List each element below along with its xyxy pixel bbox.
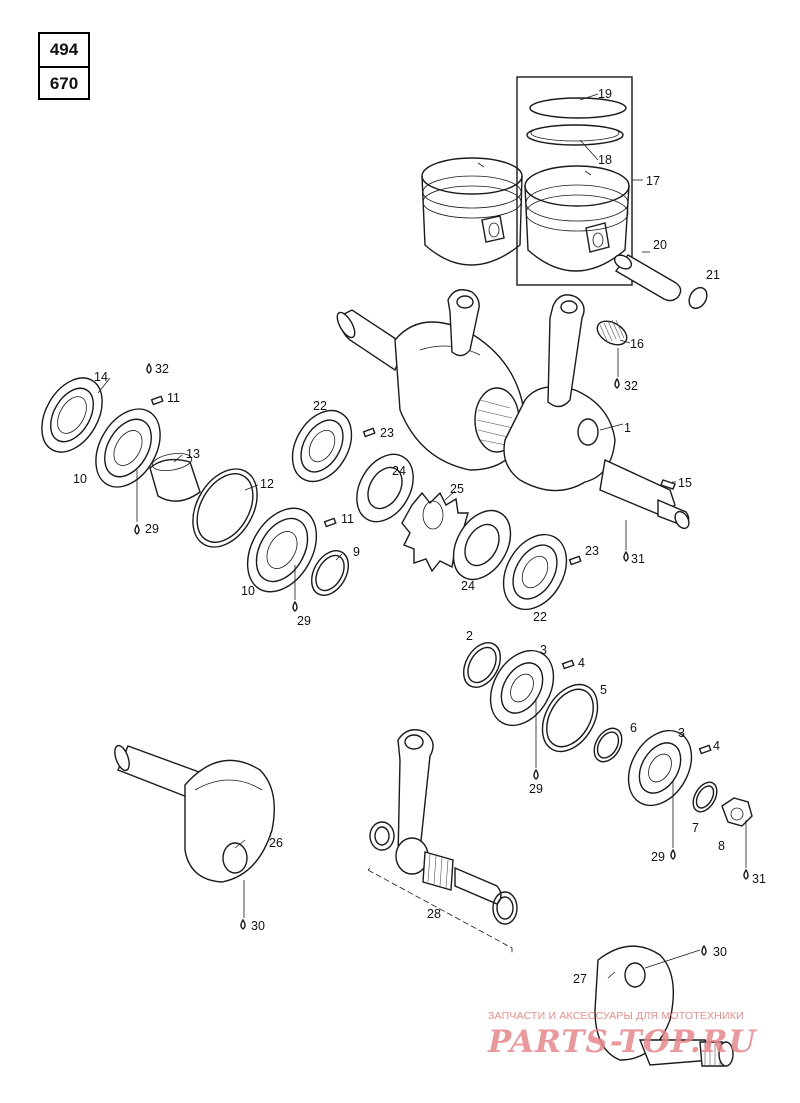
nut-8 (721, 797, 753, 827)
seal-24-lower (452, 509, 512, 581)
piston-left (421, 157, 523, 266)
callout-30: 30 (251, 919, 265, 933)
callout-29: 29 (297, 614, 311, 628)
drop-icon (146, 362, 152, 374)
callout-29: 29 (145, 522, 159, 536)
callout-4: 4 (578, 656, 585, 670)
callout-12: 12 (260, 477, 274, 491)
callout-25: 25 (450, 482, 464, 496)
bearing-10-lower (246, 507, 318, 593)
piston-right (524, 165, 630, 272)
callout-23: 23 (585, 544, 599, 558)
drop-icon (134, 523, 140, 535)
drop-icon (670, 848, 676, 860)
pin-23-lower (568, 555, 582, 566)
bearing-22-lower (502, 533, 568, 611)
callout-1: 1 (624, 421, 631, 435)
callout-7: 7 (692, 821, 699, 835)
callout-24: 24 (461, 579, 475, 593)
dowel-11-lower (323, 517, 337, 528)
callout-27: 27 (573, 972, 587, 986)
callout-31: 31 (752, 872, 766, 886)
callout-22: 22 (313, 399, 327, 413)
callout-4: 4 (713, 739, 720, 753)
crankshaft-assembly (336, 289, 690, 530)
callout-29: 29 (651, 850, 665, 864)
seal-24-upper (356, 453, 414, 523)
washer-7 (692, 781, 718, 813)
callout-labels: 1 2 3 3 4 4 5 6 7 8 9 10 10 11 11 12 13 … (73, 87, 766, 986)
callout-23: 23 (380, 426, 394, 440)
drop-icon (701, 944, 707, 956)
watermark-logo: PARTS-TOP.RU (488, 1024, 757, 1060)
callout-10: 10 (73, 472, 87, 486)
shim-6 (593, 727, 623, 763)
callout-15: 15 (678, 476, 692, 490)
dowel-11-upper (150, 395, 164, 406)
piston-kit-box (516, 76, 633, 286)
callout-20: 20 (653, 238, 667, 252)
callout-8: 8 (718, 839, 725, 853)
key-15 (660, 479, 676, 490)
engine-code-box: 494 670 (38, 32, 90, 100)
leader-lines (97, 93, 747, 979)
watermark-tagline: ЗАПЧАСТИ И АКСЕССУАРЫ ДЛЯ МОТОТЕХНИКИ (488, 1010, 744, 1022)
o-ring-5 (541, 683, 599, 753)
callout-9: 9 (353, 545, 360, 559)
drop-icon (623, 550, 629, 562)
crank-half-26 (114, 744, 275, 883)
bearing-22-upper (291, 409, 353, 483)
pin-4-upper (561, 659, 575, 670)
engine-code-494: 494 (49, 40, 79, 59)
oil-seal-14 (41, 377, 103, 453)
callout-26: 26 (269, 836, 283, 850)
callout-29: 29 (529, 782, 543, 796)
callout-3: 3 (678, 726, 685, 740)
callout-32: 32 (155, 362, 169, 376)
shim-2 (462, 642, 502, 688)
crank-half-27 (594, 945, 734, 1067)
bearing-3-lower (627, 729, 693, 807)
callout-30: 30 (713, 945, 727, 959)
pin-4-lower (698, 744, 712, 755)
bearing-10-upper (95, 408, 161, 488)
drop-icon (614, 377, 620, 389)
piston-rings (526, 97, 627, 146)
pin-23-upper (362, 427, 376, 438)
o-ring-12 (192, 468, 258, 548)
ring-13 (149, 452, 201, 502)
callout-14: 14 (94, 370, 108, 384)
callout-18: 18 (598, 153, 612, 167)
callout-22: 22 (533, 610, 547, 624)
callout-28: 28 (427, 907, 441, 921)
callout-13: 13 (186, 447, 200, 461)
conrod-28 (367, 729, 518, 955)
needle-bearing-16 (596, 319, 628, 346)
callout-32: 32 (624, 379, 638, 393)
callout-5: 5 (600, 683, 607, 697)
callout-21: 21 (706, 268, 720, 282)
callout-6: 6 (630, 721, 637, 735)
callout-17: 17 (646, 174, 660, 188)
drop-icon (533, 768, 539, 780)
callout-31: 31 (631, 552, 645, 566)
drop-icon (743, 868, 749, 880)
callout-10: 10 (241, 584, 255, 598)
callout-19: 19 (598, 87, 612, 101)
callout-3: 3 (540, 643, 547, 657)
drop-icon (292, 600, 298, 612)
callout-11: 11 (341, 512, 354, 526)
callout-2: 2 (466, 629, 473, 643)
engine-code-670: 670 (40, 66, 88, 100)
callout-16: 16 (630, 337, 644, 351)
bearing-3-upper (489, 649, 555, 727)
drop-icon (240, 918, 246, 930)
callout-24: 24 (392, 464, 406, 478)
callout-11: 11 (167, 391, 180, 405)
drop-markers (134, 362, 749, 956)
circlip (688, 286, 708, 310)
piston-pin (613, 254, 682, 302)
